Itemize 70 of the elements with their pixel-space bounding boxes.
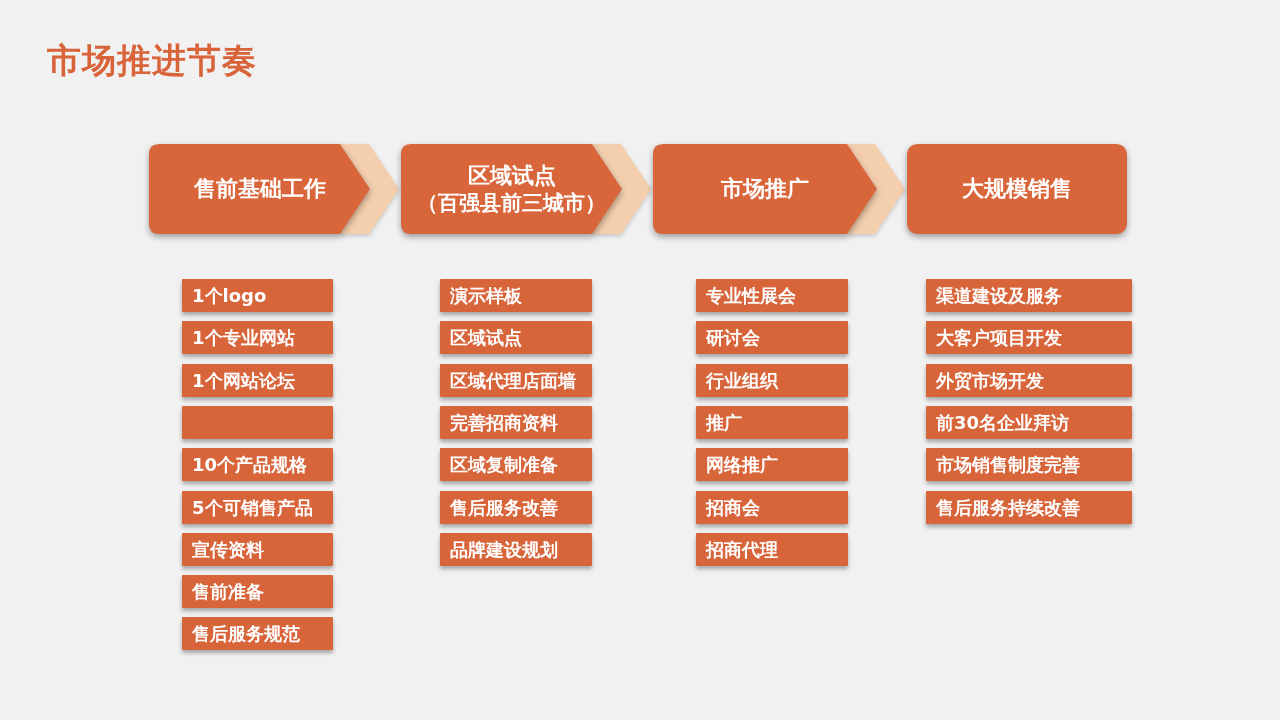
item-label: 售前准备 xyxy=(192,581,264,602)
item-bar xyxy=(696,364,848,397)
item-bar xyxy=(926,448,1132,481)
item-bar xyxy=(182,617,333,650)
item-label: 完善招商资料 xyxy=(450,412,558,433)
item-bar xyxy=(440,321,592,354)
item-label: 专业性展会 xyxy=(706,285,796,306)
item-bar xyxy=(696,448,848,481)
item-label: 品牌建设规划 xyxy=(450,539,558,560)
item-bar xyxy=(440,406,592,439)
item-label: 售后服务规范 xyxy=(192,623,300,644)
stage-title: 售前基础工作 xyxy=(193,176,326,202)
item-label: 推广 xyxy=(706,412,742,433)
chevron-arrow xyxy=(847,144,905,234)
item-label: 研讨会 xyxy=(706,327,760,348)
item-bar xyxy=(440,448,592,481)
item-bar xyxy=(926,491,1132,524)
item-label: 5个可销售产品 xyxy=(192,497,313,518)
item-bar xyxy=(696,491,848,524)
item-bar xyxy=(182,575,333,608)
item-label: 前30名企业拜访 xyxy=(936,412,1070,433)
item-label: 宣传资料 xyxy=(192,539,264,560)
item-bar xyxy=(182,533,333,566)
item-label: 演示样板 xyxy=(450,285,522,306)
item-label: 大客户项目开发 xyxy=(936,327,1062,348)
item-label: 售后服务持续改善 xyxy=(936,497,1080,518)
item-label: 招商代理 xyxy=(706,539,778,560)
item-bar xyxy=(440,364,592,397)
item-label: 外贸市场开发 xyxy=(936,370,1044,391)
item-label: 区域试点 xyxy=(450,327,522,348)
item-label: 网络推广 xyxy=(706,454,778,475)
item-bar xyxy=(182,321,333,354)
chevron-arrow xyxy=(592,144,651,234)
item-bar xyxy=(182,279,333,312)
stage-banner xyxy=(907,144,1127,234)
stage-title: 大规模销售 xyxy=(962,176,1072,202)
item-label: 1个网站论坛 xyxy=(192,370,295,391)
item-bar xyxy=(182,448,333,481)
stage-banner xyxy=(653,144,877,234)
item-bar xyxy=(440,491,592,524)
item-label: 渠道建设及服务 xyxy=(936,285,1062,306)
item-bar xyxy=(696,279,848,312)
item-label: 区域代理店面墙 xyxy=(450,370,576,391)
item-bar xyxy=(182,491,333,524)
item-label: 售后服务改善 xyxy=(450,497,558,518)
chevron-arrow xyxy=(340,144,399,234)
item-bar xyxy=(926,364,1132,397)
item-label: 行业组织 xyxy=(706,370,778,391)
item-bar xyxy=(440,279,592,312)
item-bar xyxy=(926,406,1132,439)
item-bar xyxy=(696,406,848,439)
item-bar xyxy=(926,321,1132,354)
item-label: 1个logo xyxy=(192,285,267,306)
item-label: 10个产品规格 xyxy=(192,454,308,475)
item-bar xyxy=(696,321,848,354)
item-label: 区域复制准备 xyxy=(450,454,558,475)
page-title: 市场推进节奏 xyxy=(47,40,257,81)
item-bar xyxy=(696,533,848,566)
item-bar xyxy=(182,406,333,439)
stage-subtitle: （百强县前三城市） xyxy=(417,190,606,215)
stage-title: 区域试点 xyxy=(467,163,556,189)
item-bar xyxy=(182,364,333,397)
item-label: 市场销售制度完善 xyxy=(936,454,1080,475)
item-bar xyxy=(440,533,592,566)
item-label: 招商会 xyxy=(706,497,760,518)
item-label: 1个专业网站 xyxy=(192,327,295,348)
stage-banner xyxy=(149,144,370,234)
stage-title: 市场推广 xyxy=(721,176,809,202)
stage-banner xyxy=(401,144,622,234)
item-bar xyxy=(926,279,1132,312)
